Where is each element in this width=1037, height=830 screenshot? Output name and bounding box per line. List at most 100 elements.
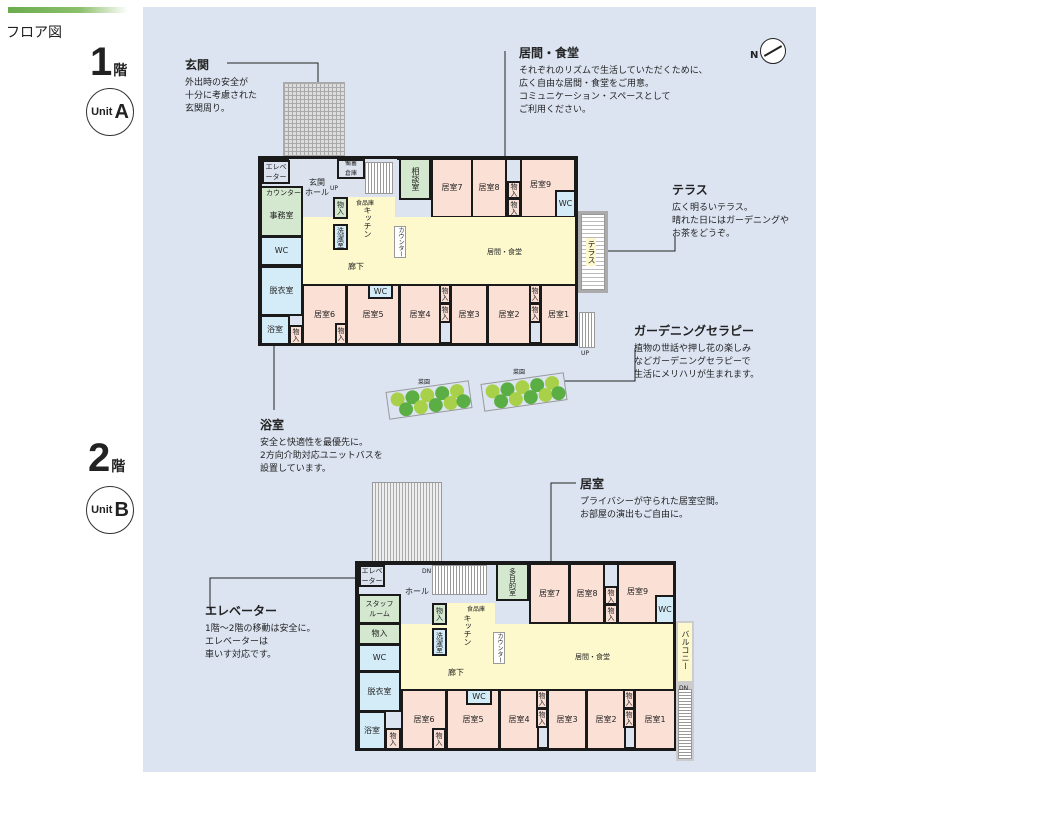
callout-title: 玄関 (185, 58, 210, 72)
kitchen-counter: カウンター (493, 632, 505, 664)
dressing-room: 脱衣室 (260, 266, 303, 316)
stairs-up-label: UP (330, 185, 339, 192)
wc: WC (466, 689, 492, 705)
multipurpose-room: 多目的室 (496, 563, 529, 601)
unit-letter: B (114, 498, 129, 521)
callout-title: 居室 (580, 477, 605, 491)
room-2: 居室2 (487, 284, 531, 345)
room-3: 居室3 (547, 689, 587, 750)
counter-label: カウンター (266, 189, 301, 197)
entrance-hall-label: 玄関 ホール (305, 178, 329, 197)
roof-canopy (372, 482, 442, 564)
bathroom: 浴室 (260, 315, 290, 345)
room-1: 居室1 (634, 689, 676, 750)
stairs (432, 565, 487, 595)
room-4: 居室4 (499, 689, 539, 750)
room-7: 居室7 (529, 563, 570, 624)
closet: 物入 (507, 181, 521, 199)
corridor-label: 廊下 (448, 668, 464, 677)
exterior-stairs (579, 312, 595, 348)
garden-label: 菜園 (418, 379, 431, 386)
living-dining-label: 居間・食堂 (487, 248, 522, 256)
hall-label: ホール (405, 587, 429, 596)
kitchen-label: キッチン (463, 614, 472, 646)
wc: WC (555, 190, 576, 218)
room-7: 居室7 (431, 158, 473, 218)
room-9: 居室9 (520, 158, 576, 218)
unit-label: Unit (91, 504, 113, 516)
wc: WC (358, 644, 401, 672)
closet: 物入 (333, 197, 348, 219)
room-1: 居室1 (540, 284, 577, 345)
callout-title: テラス (672, 183, 708, 197)
dressing-room: 脱衣室 (358, 671, 401, 712)
entrance-canopy (283, 82, 345, 160)
room-2: 居室2 (586, 689, 626, 750)
callout-body: 広く明るいテラス。 晴れた日にはガーデニングや お茶をどうぞ。 (672, 203, 790, 239)
room-8: 居室8 (471, 158, 507, 218)
wc: WC (260, 236, 303, 266)
callout-body: 1階～2階の移動は安全に。 エレベーターは 車いす対応です。 (205, 624, 316, 660)
closet: 物入 (604, 604, 618, 624)
callout-body: 植物の世話や押し花の楽しみ などガーデニングセラピーで 生活にメリハリが生まれま… (634, 344, 760, 380)
floor-suffix: 階 (111, 459, 126, 475)
exterior-stairs-up-label: UP (581, 350, 590, 357)
balcony-stairs-down-label: DN (679, 685, 689, 692)
page-title: フロア図 (6, 25, 62, 41)
callout-terrace: テラス広く明るいテラス。 晴れた日にはガーデニングや お茶をどうぞ。 (672, 181, 789, 241)
pantry-label: 食品庫 (356, 200, 375, 207)
balcony (676, 621, 694, 761)
office: 事務室 (260, 186, 303, 237)
callout-body: それぞれのリズムで生活していただくために、 広く自由な居間・食堂をご用意。 コミ… (519, 66, 708, 115)
room-4: 居室4 (399, 284, 441, 345)
laundry-room: 洗濯室 (333, 224, 348, 250)
callout-body: 外出時の安全が 十分に考慮された 玄関周り。 (185, 78, 258, 114)
room-8: 居室8 (569, 563, 605, 624)
storage: 備蓄 倉庫 (337, 159, 365, 179)
corridor-label: 廊下 (348, 262, 364, 271)
floor-number: 1 (90, 40, 112, 84)
compass-north-label: N (750, 50, 759, 61)
wc: WC (368, 284, 393, 299)
elevator: エレベーター (262, 160, 290, 184)
stairs (365, 162, 393, 194)
callout-title: 浴室 (260, 418, 285, 432)
callout-room: 居室プライバシーが守られた居室空間。 お部屋の演出もご自由に。 (580, 475, 724, 522)
garden-label: 菜園 (513, 369, 526, 376)
elevator: エレベーター (359, 565, 385, 587)
compass-icon (760, 38, 786, 64)
kitchen (445, 603, 495, 655)
callout-title: 居間・食堂 (519, 46, 580, 60)
stairs-down-label: DN (422, 568, 432, 575)
closet: 物入 (604, 586, 618, 605)
callout-entrance: 玄関外出時の安全が 十分に考慮された 玄関周り。 (185, 56, 257, 116)
pantry-label: 食品庫 (467, 606, 486, 613)
callout-bath: 浴室安全と快適性を最優先に。 2方向介助対応ユニットバスを 設置しています。 (260, 416, 383, 476)
closet: 物入 (432, 728, 446, 750)
closet: 物入 (289, 325, 303, 345)
closet: 物入 (432, 603, 447, 625)
kitchen (347, 197, 395, 249)
unit-letter: A (114, 100, 129, 123)
unit-label: Unit (91, 106, 113, 118)
balcony-label: バルコニー (681, 630, 690, 670)
closet: 物入 (358, 623, 401, 645)
floor-suffix: 階 (113, 63, 128, 79)
callout-gardening: ガーデニングセラピー植物の世話や押し花の楽しみ などガーデニングセラピーで 生活… (634, 322, 759, 382)
callout-title: ガーデニングセラピー (634, 324, 755, 338)
bathroom: 浴室 (358, 711, 386, 750)
laundry-room: 洗濯室 (432, 628, 447, 656)
closet: 物入 (507, 198, 521, 217)
kitchen-label: キッチン (363, 206, 372, 238)
callout-title: エレベーター (205, 604, 278, 618)
callout-elevator: エレベーター 1階～2階の移動は安全に。 エレベーターは 車いす対応です。 (205, 602, 315, 662)
consultation-room: 相談室 (399, 158, 431, 200)
kitchen-counter: カウンター (394, 226, 406, 258)
closet: 物入 (385, 728, 401, 750)
floor-number: 2 (88, 436, 110, 480)
callout-living: 居間・食堂それぞれのリズムで生活していただくために、 広く自由な居間・食堂をご用… (519, 44, 707, 117)
